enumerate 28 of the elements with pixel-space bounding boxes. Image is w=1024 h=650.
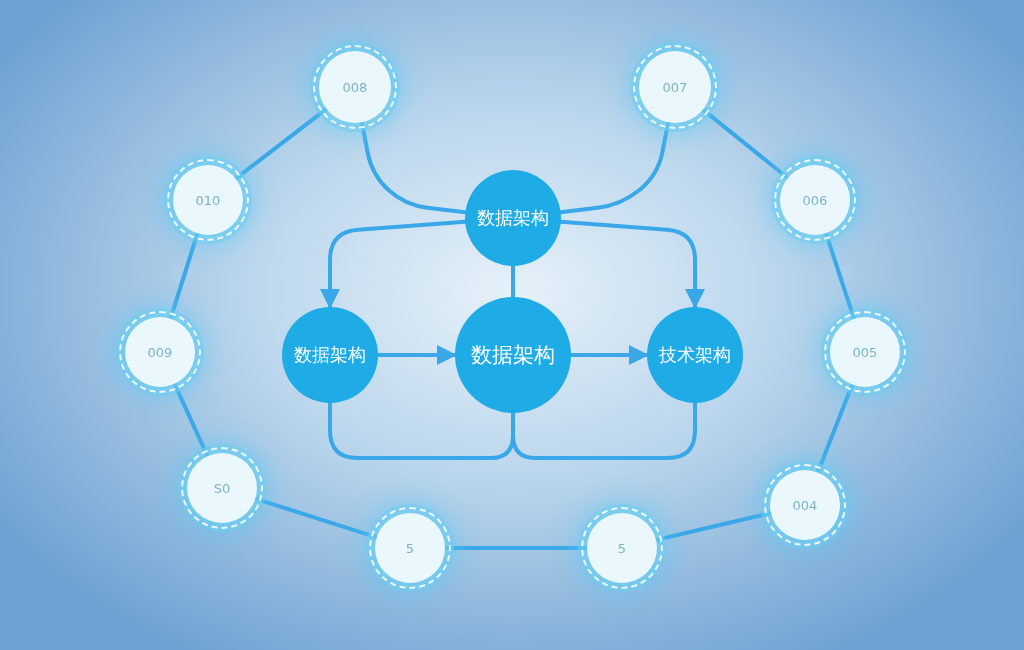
arrow [376, 345, 457, 365]
node-label: 005 [852, 344, 878, 360]
connector-line [701, 107, 790, 180]
connector-line [233, 106, 329, 181]
connector-line [511, 264, 515, 299]
node-label: 004 [792, 497, 818, 513]
node-label: 数据架构 [294, 343, 366, 367]
node-label: 007 [662, 79, 688, 95]
connector-line [328, 401, 515, 460]
node-label: S0 [213, 480, 231, 496]
node-label: 5 [617, 540, 627, 556]
connector-line [815, 382, 855, 475]
node-label: 数据架构 [471, 342, 555, 369]
node-label: 技术架构 [659, 343, 731, 367]
arrow [569, 345, 649, 365]
node-label: 010 [195, 192, 221, 208]
node-label: 5 [405, 540, 415, 556]
node-label: 数据架构 [477, 206, 549, 230]
node-label: 009 [147, 344, 173, 360]
node-label: 008 [342, 79, 368, 95]
connector-line [654, 511, 773, 542]
connector-line [823, 231, 857, 321]
connector-line [168, 231, 200, 321]
connector-line [443, 546, 589, 550]
node-label: 006 [802, 192, 828, 208]
connector-line [172, 381, 210, 459]
connector-line [511, 401, 697, 460]
connector-line [253, 496, 379, 540]
